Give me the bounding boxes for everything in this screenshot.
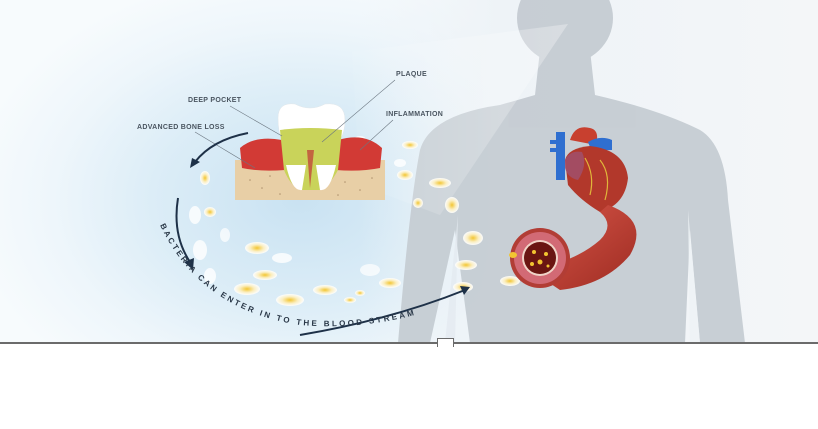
label-inflammation: INFLAMMATION [386, 111, 444, 118]
resize-handle[interactable] [437, 338, 454, 347]
infographic-art: BACTERIA CAN ENTER IN TO THE BLOOD STREA… [158, 0, 745, 343]
heart-illustration [550, 127, 628, 212]
label-deep-pocket: DEEP POCKET [188, 97, 242, 104]
infographic-image: BACTERIA CAN ENTER IN TO THE BLOOD STREA… [0, 0, 818, 343]
image-bottom-border [0, 342, 818, 344]
bacteria-caption: BACTERIA CAN ENTER IN TO THE BLOOD STREA… [158, 222, 417, 328]
label-plaque: PLAQUE [396, 71, 427, 78]
flow-arrows [175, 132, 466, 336]
tooth-illustration [235, 103, 385, 200]
label-advanced-bone-loss: ADVANCED BONE LOSS [137, 124, 225, 131]
bacteria-cloud [189, 136, 520, 306]
artery-illustration [509, 205, 637, 290]
